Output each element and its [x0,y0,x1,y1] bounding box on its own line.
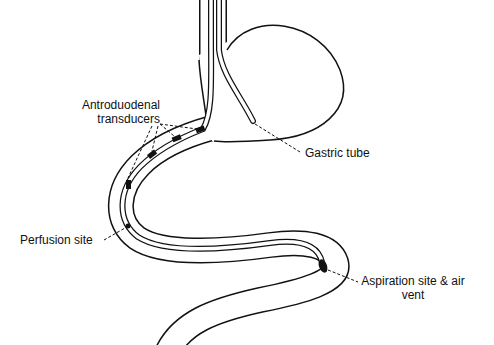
antroduodenal-tube [122,0,322,262]
transducer-marks [126,125,205,189]
gastric-tube [219,0,253,121]
callout-label: Aspiration site & air vent [360,274,466,302]
callout-label: Perfusion site [20,233,110,247]
perfusion-port [126,224,131,229]
callout-label: Antroduodenal transducers [68,98,160,126]
callout-label: Gastric tube [305,146,395,160]
aspiration-port [317,258,329,274]
lesser-curvature [199,60,206,116]
duodenum [121,128,337,345]
